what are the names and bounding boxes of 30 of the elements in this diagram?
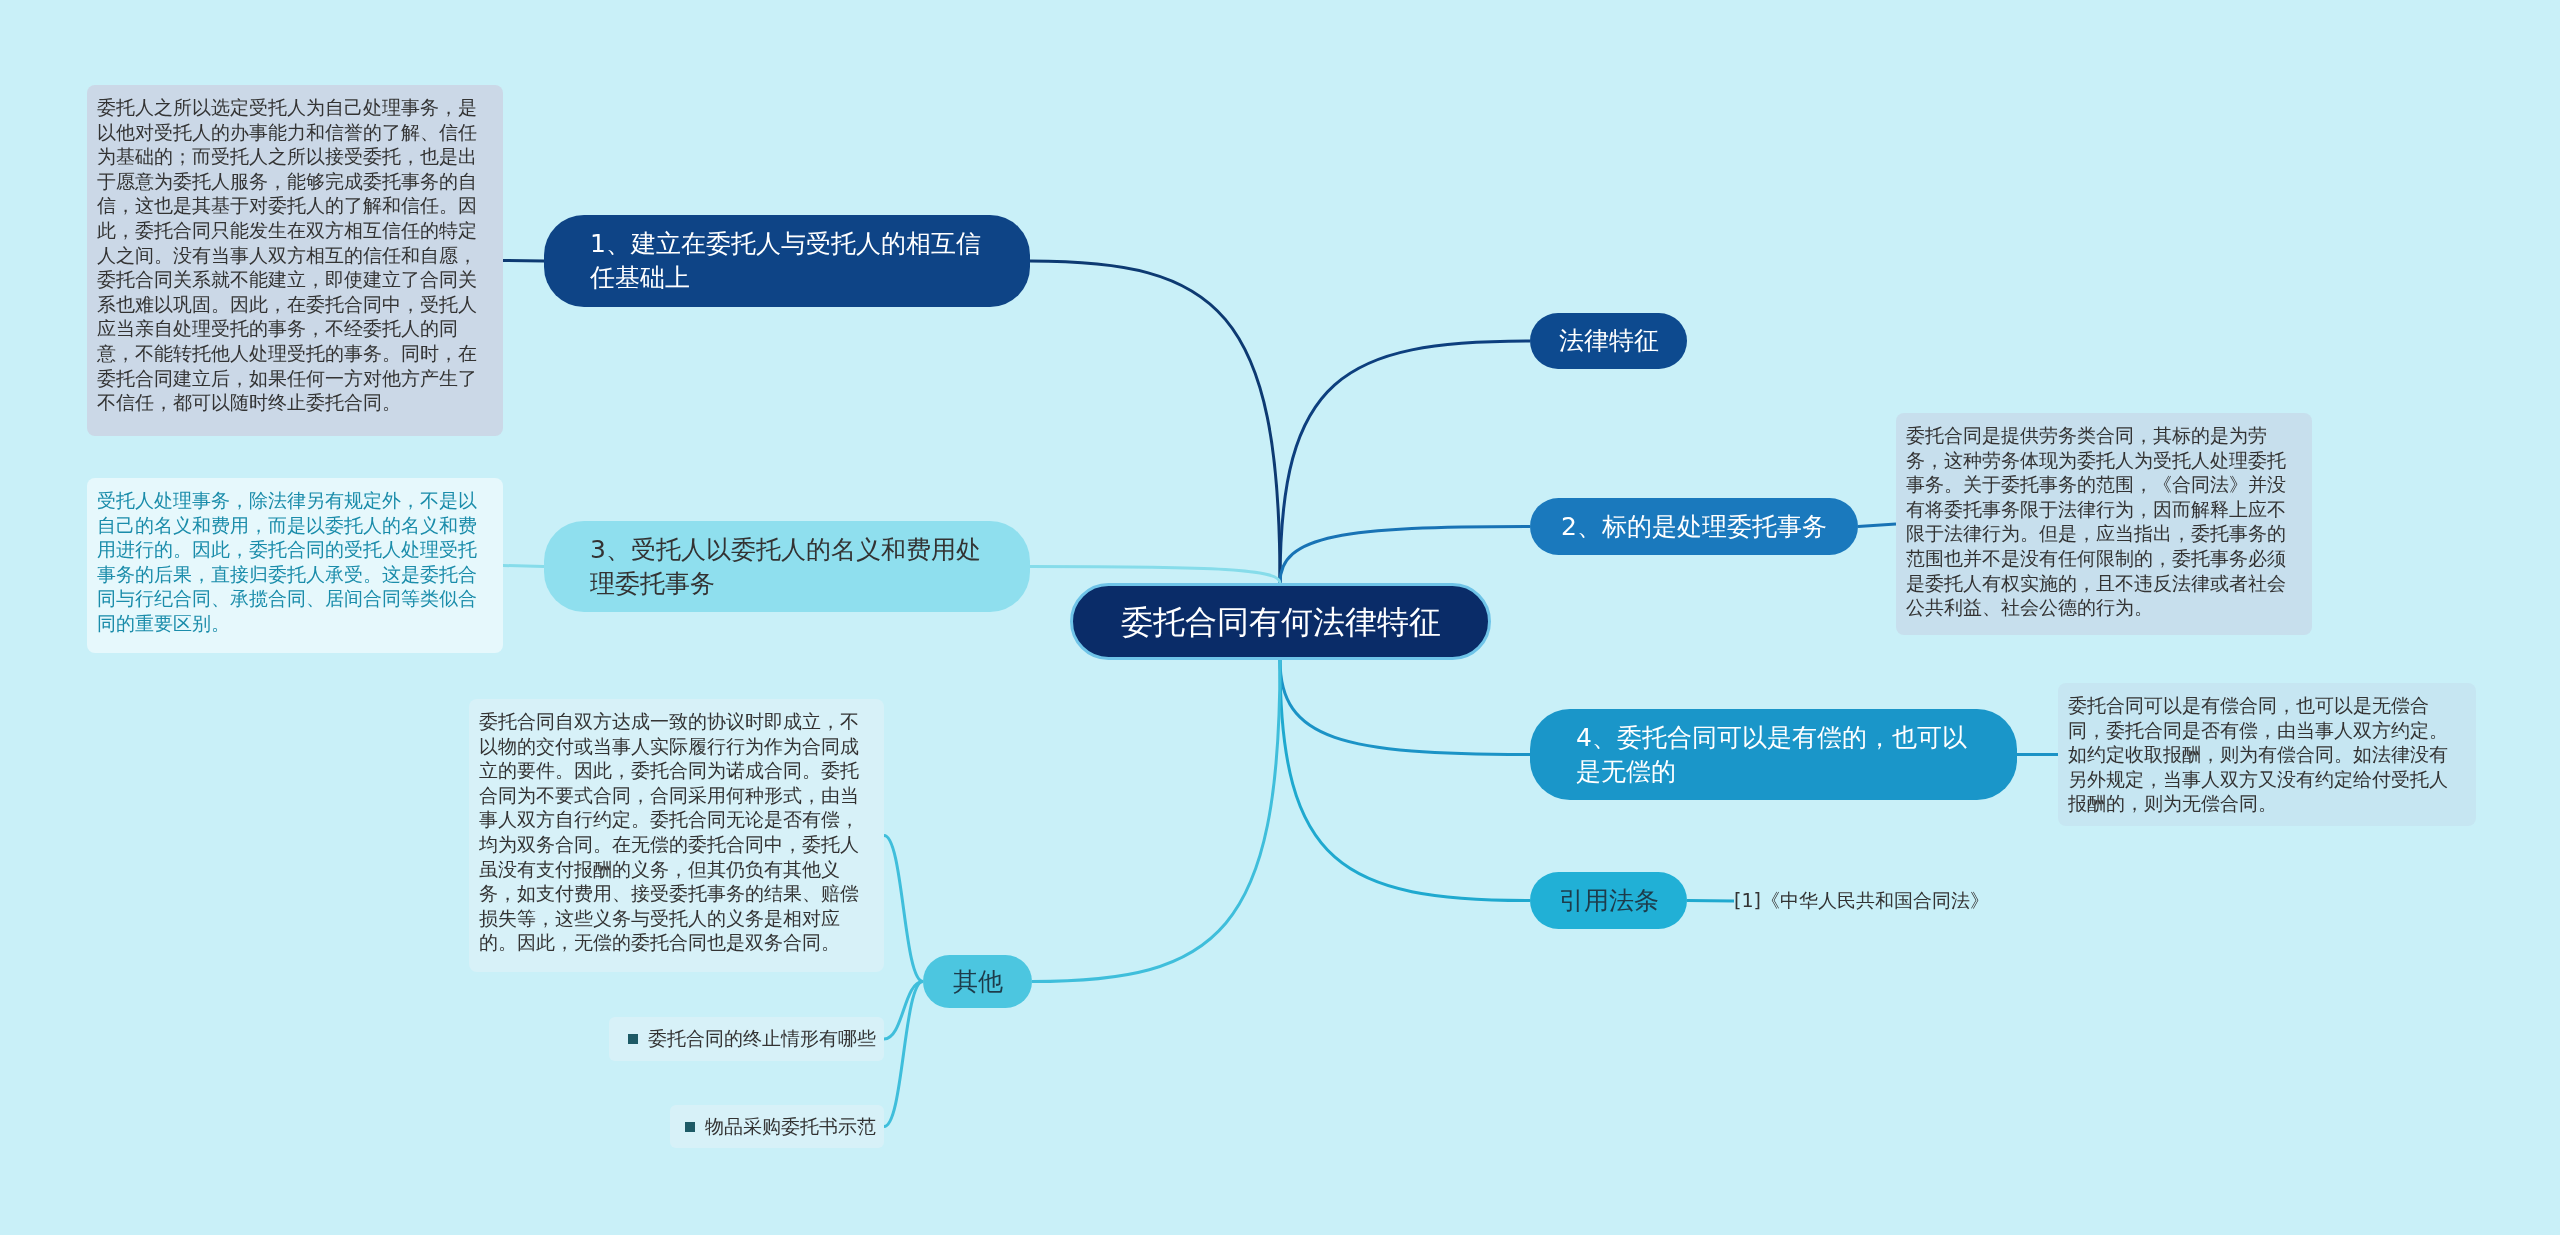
- topic-box: 其他: [923, 955, 1032, 1008]
- connector: [883, 980, 924, 1128]
- note-box: 委托合同是提供劳务类合同，其标的是为劳务，这种劳务体现为委托人为受托人处理委托事务。关于委托事务的范围，《合同法》并没有将委托事务限于法律行为，因而解释上应不限于法律行为。但是，应当指出，委托事务的范围也并不是没有任何限制的，委托事务必须是委托人有权实施的，且不违反法律或者社会公共利益、社会公德的行为。: [1896, 413, 2312, 635]
- connector: [1857, 522, 1897, 528]
- connector: [1030, 565, 1282, 584]
- connector: [2017, 753, 2058, 756]
- connector: [502, 564, 545, 568]
- note-box: 委托人之所以选定受托人为自己处理事务，是以他对受托人的办事能力和信誉的了解、信任为基础的；而受托人之所以接受委托，也是出于愿意为委托人服务，能够完成委托事务的自信，这也是其基于对委托人的了解和信任。因此，委托合同只能发生在双方相互信任的特定人之间。没有当事人双方相互的信任和自愿，委托合同关系就不能建立，即使建立了合同关系也难以巩固。因此，在委托合同中，受托人应当亲自处理受托的事务，不经委托人的同意，不能转托他人处理受托的事务。同时，在委托合同建立后，如果任何一方对他方产生了不信任，都可以随时终止委托合同。: [87, 85, 503, 436]
- topic-box: 2、标的是处理委托事务: [1530, 498, 1858, 555]
- note-box: 委托合同可以是有偿合同，也可以是无偿合同，委托合同是否有偿，由当事人双方约定。如约定收取报酬，则为有偿合同。如法律没有另外规定，当事人双方又没有约定给付受托人报酬的，则为无偿合同。: [2058, 683, 2476, 826]
- link-text: 委托合同的终止情形有哪些: [648, 1026, 876, 1051]
- link-text: 物品采购委托书示范: [705, 1113, 876, 1139]
- link-box: [670, 1105, 884, 1148]
- connector: [1031, 659, 1282, 983]
- connector: [1278, 525, 1530, 584]
- note-box: 受托人处理事务，除法律另有规定外，不是以自己的名义和费用，而是以委托人的名义和费用进行的。因此，委托合同的受托人处理受托事务的后果，直接归委托人承受。这是委托合同与行纪合同、承揽合同、居间合同等类似合同的重要区别。: [87, 478, 503, 653]
- note-box: 委托合同自双方达成一致的协议时即成立，不以物的交付或当事人实际履行行为作为合同成立的要件。因此，委托合同为诺成合同。委托合同为不要式合同，合同采用何种形式，由当事人双方自行约定。委托合同无论是否有偿，均为双务合同。在无偿的委托合同中，委托人虽没有支付报酬的义务，但其仍负有其他义务，如支付费用、接受委托事务的结果、赔偿损失等，这些义务与受托人的义务是相对应的。因此，无偿的委托合同也是双务合同。: [469, 699, 884, 972]
- connector: [502, 259, 545, 263]
- topic-box: 引用法条: [1530, 872, 1687, 929]
- reference-text: [1]《中华人民共和国合同法》: [1734, 887, 2006, 915]
- connector: [1278, 659, 1531, 902]
- central-topic: 委托合同有何法律特征: [1070, 583, 1491, 660]
- topic-box: 4、委托合同可以是有偿的，也可以是无偿的: [1530, 709, 2017, 800]
- topic-box: 1、建立在委托人与受托人的相互信任基础上: [544, 215, 1030, 307]
- link-box: [609, 1017, 884, 1061]
- topic-box: 3、受托人以委托人的名义和费用处理委托事务: [544, 521, 1030, 612]
- connector: [883, 980, 924, 1041]
- connector: [883, 834, 924, 983]
- connector: [1687, 899, 1734, 903]
- topic-box: 法律特征: [1530, 313, 1687, 369]
